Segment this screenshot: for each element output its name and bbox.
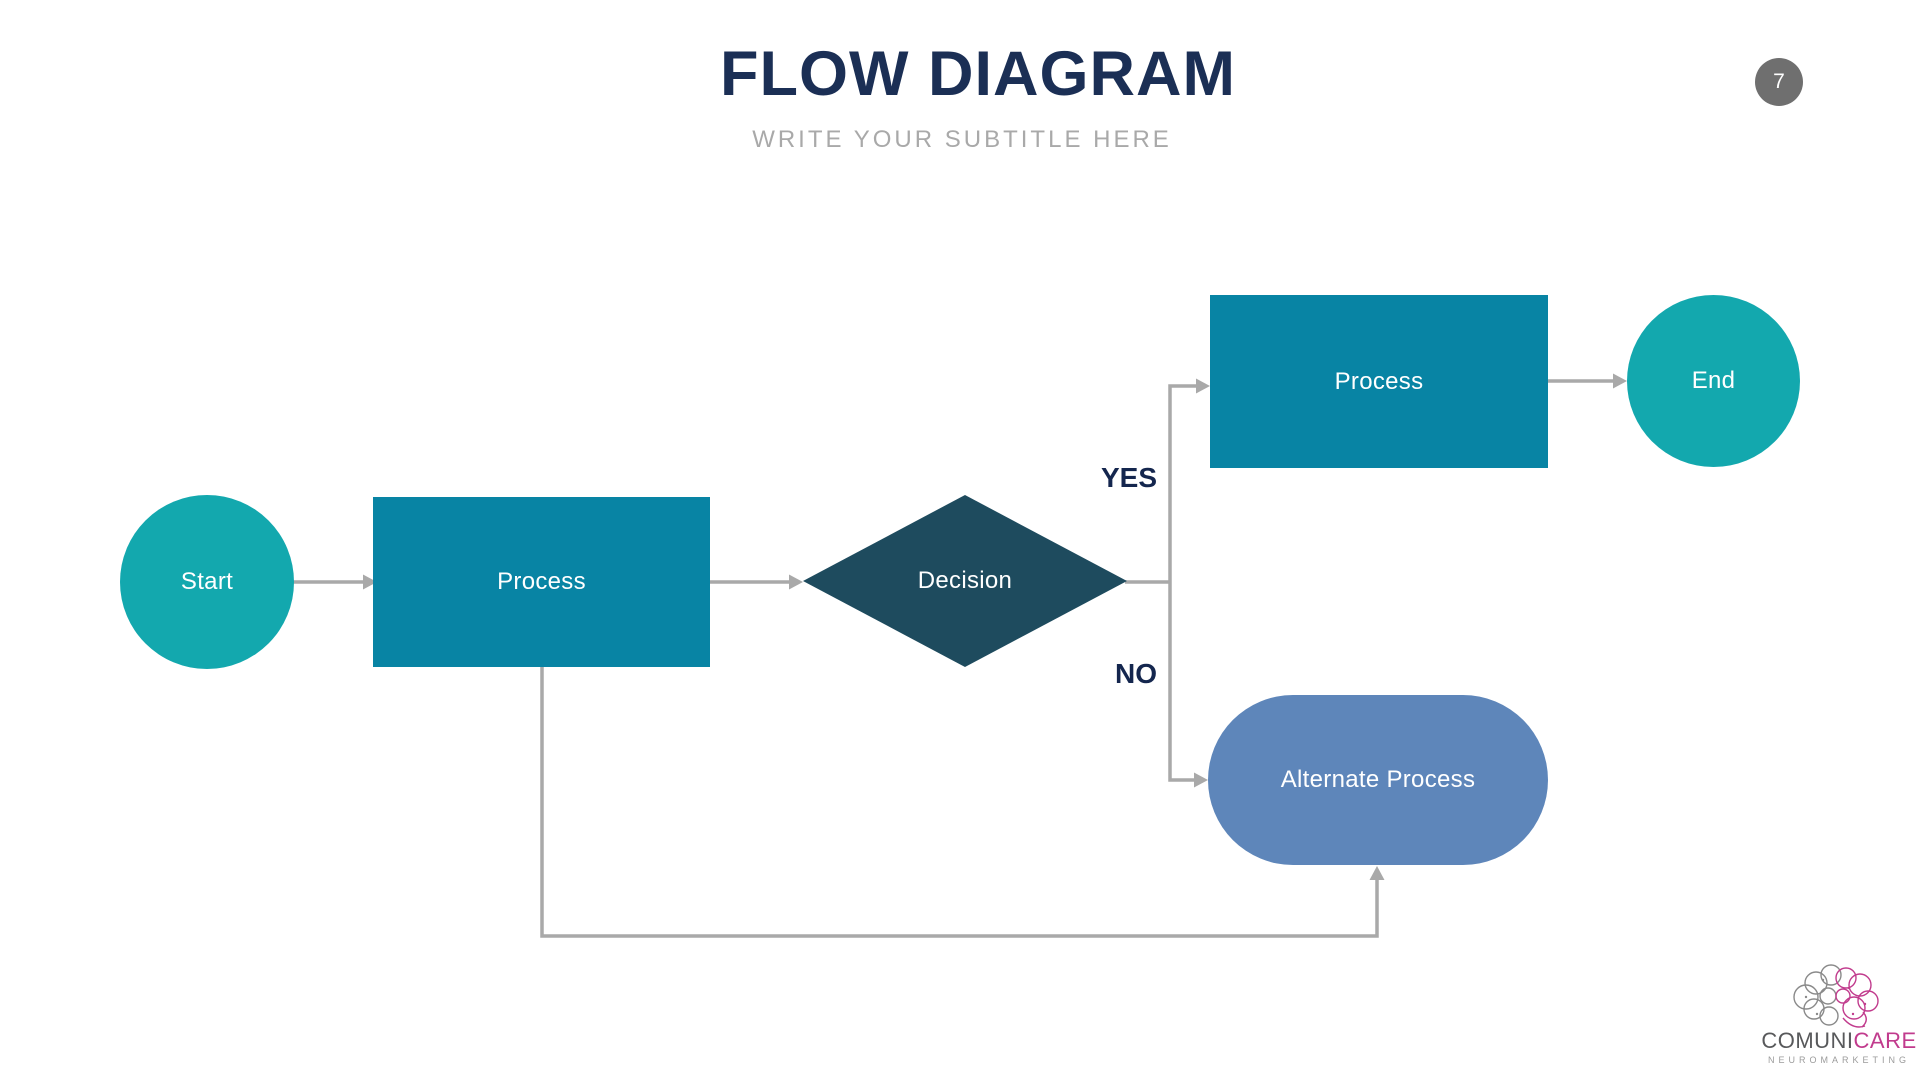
- node-process-2-label: Process: [1334, 367, 1424, 395]
- node-alternate-process-label: Alternate Process: [1280, 766, 1476, 793]
- page-number: 7: [1773, 70, 1785, 93]
- brand-primary-text: COMUNI: [1761, 1028, 1854, 1053]
- branch-label-yes: YES: [1100, 462, 1157, 493]
- edge-branch-spine-line: [1168, 384, 1198, 782]
- edge-process1-alternate-line: [540, 667, 1379, 938]
- node-end-label: End: [1691, 367, 1736, 394]
- edge-decision-process2-arrowhead: [1196, 378, 1210, 394]
- node-start-label: Start: [180, 568, 234, 595]
- brand-wordmark: COMUNICARE: [1761, 1030, 1917, 1052]
- brand-tagline: NEUROMARKETING: [1767, 1055, 1910, 1065]
- node-process-1-label: Process: [497, 568, 586, 595]
- brain-logo-icon: [1793, 964, 1879, 1028]
- edge-process2-end-arrowhead: [1613, 373, 1627, 389]
- page-subtitle: WRITE YOUR SUBTITLE HERE: [752, 126, 1172, 153]
- node-decision: Decision: [803, 495, 1127, 667]
- edge-decision-alternate-arrowhead: [1194, 772, 1208, 788]
- page-number-badge: 7: [1755, 58, 1803, 106]
- brand-accent-text: CARE: [1853, 1028, 1917, 1053]
- node-end: End: [1627, 295, 1800, 467]
- branch-label-no: NO: [1115, 658, 1157, 689]
- node-alternate-process: Alternate Process: [1208, 695, 1548, 865]
- node-process-1: Process: [373, 497, 710, 667]
- node-process-2: Process: [1210, 295, 1548, 468]
- decision-diamond-shape: [803, 495, 1127, 667]
- node-start: Start: [120, 495, 294, 669]
- node-decision-label: Decision: [917, 567, 1013, 594]
- edge-process1-decision-arrowhead: [789, 574, 803, 590]
- page-title: FLOW DIAGRAM: [720, 39, 1236, 109]
- edge-process1-alternate-arrowhead: [1369, 866, 1385, 880]
- brand-logo: COMUNICARE NEUROMARKETING: [1761, 958, 1917, 1065]
- edge-start-process1-arrowhead: [363, 574, 377, 590]
